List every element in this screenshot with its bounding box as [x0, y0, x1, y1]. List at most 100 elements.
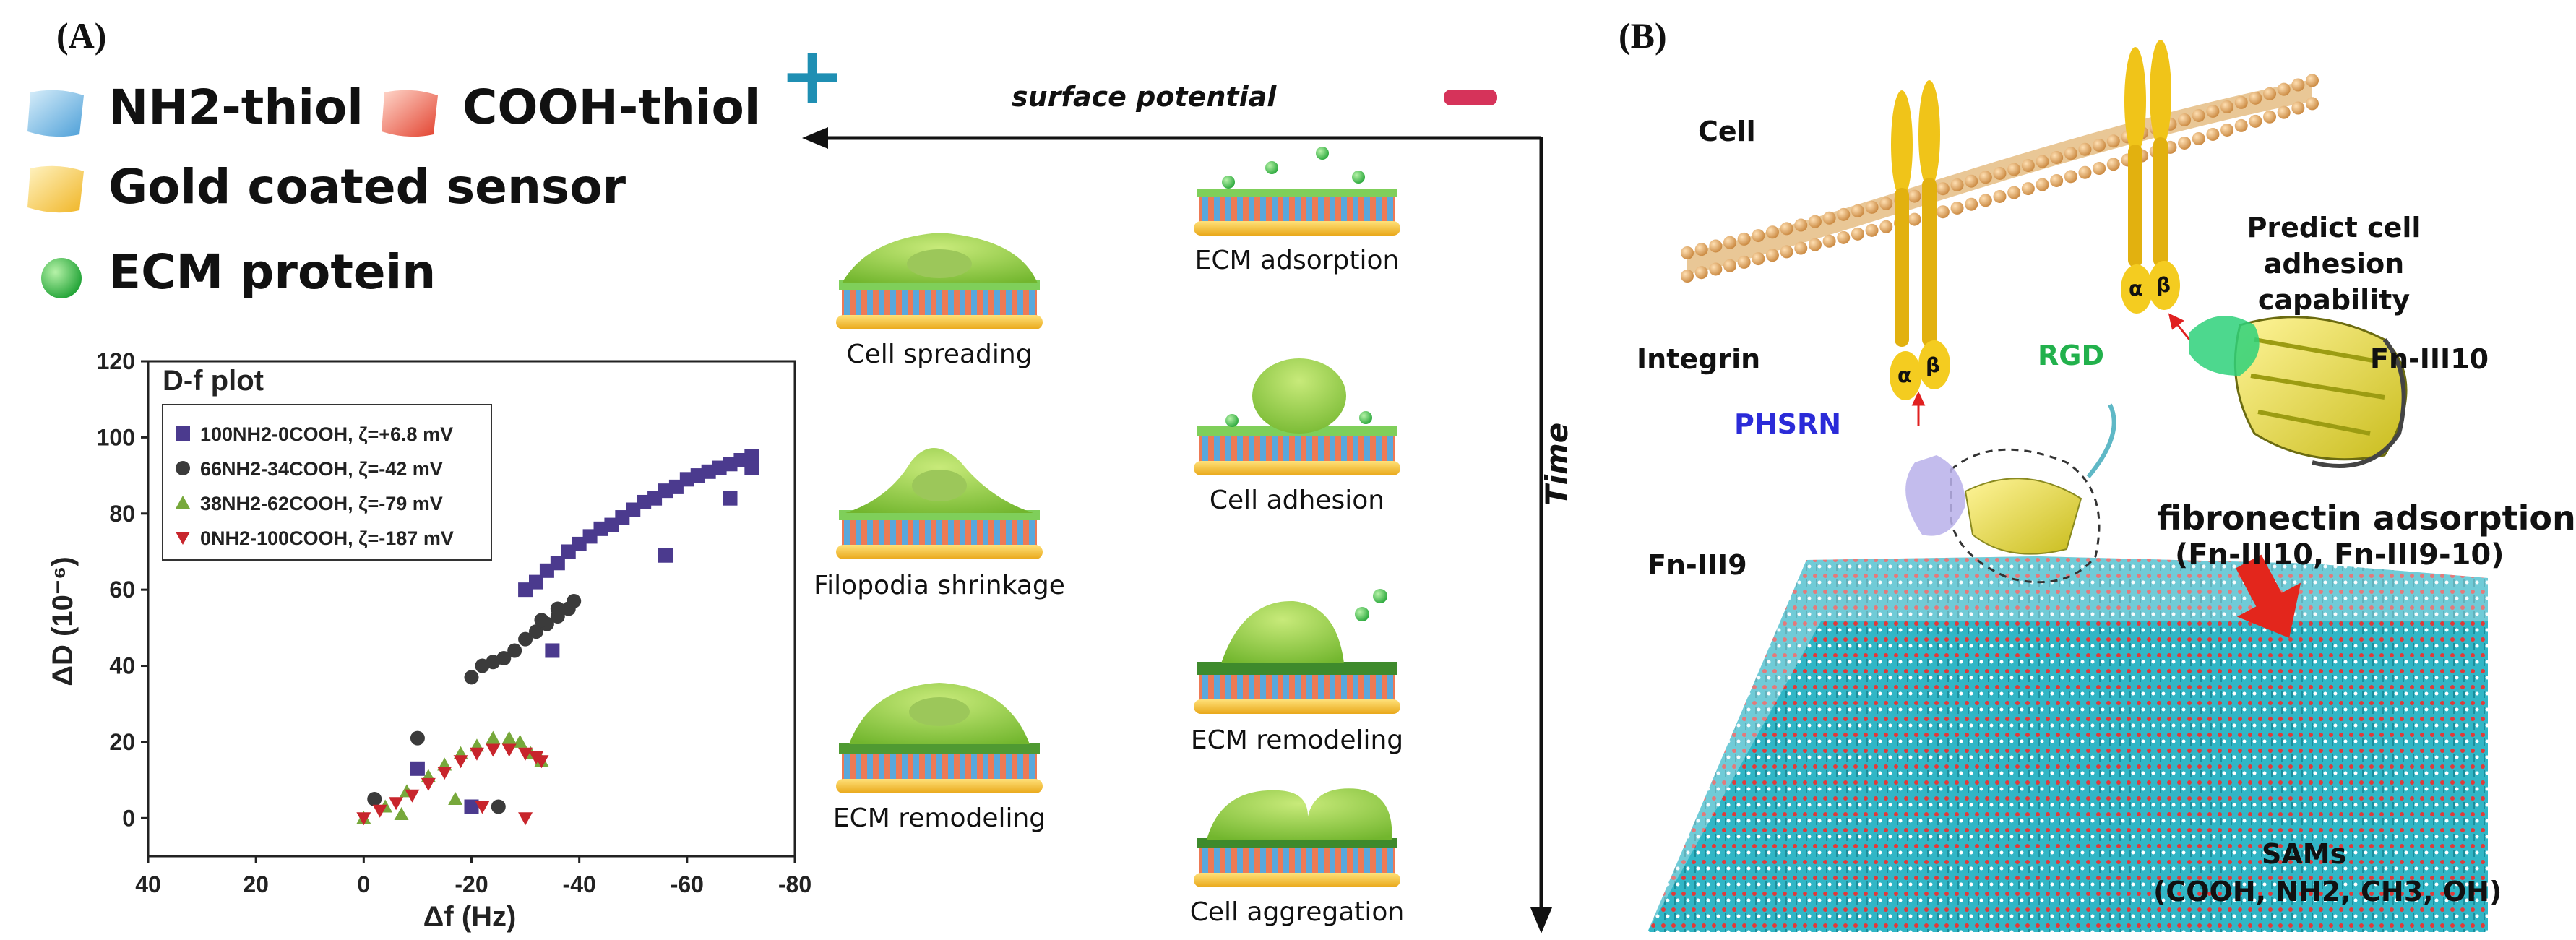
lipid-head: [1837, 230, 1851, 244]
lipid-head: [2220, 100, 2234, 113]
label-rgd: RGD: [2038, 340, 2104, 371]
lipid-head: [1780, 245, 1793, 259]
panel-b-label: (B): [1619, 15, 1667, 56]
lipid-head: [1808, 238, 1822, 251]
lipid-head: [2036, 178, 2049, 191]
lipid-head: [2093, 139, 2106, 152]
label-fibronectin-adsorption: fibronectin adsorption: [2157, 499, 2576, 538]
minus-sign: [1444, 90, 1497, 105]
data-point-series-2: [501, 730, 517, 744]
data-point-series-3: [437, 767, 452, 780]
label-sams: SAMs: [2262, 838, 2347, 870]
label-fn-iii10: Fn-III10: [2370, 343, 2489, 375]
lipid-head: [1908, 189, 1921, 203]
data-point-series-3: [518, 747, 533, 761]
data-point-series-3: [389, 797, 404, 811]
lipid-head: [2021, 159, 2035, 173]
lipid-head: [2220, 123, 2234, 137]
data-point-series-1: [491, 799, 506, 814]
green-sphere-icon: [41, 258, 82, 298]
lipid-head: [1780, 222, 1793, 236]
filopodia-shrinkage-illustration: [836, 448, 1043, 559]
lipid-head: [2078, 165, 2092, 179]
lipid-head: [2192, 108, 2205, 122]
lipid-head: [2050, 173, 2064, 187]
lipid-head: [1723, 236, 1736, 249]
label-sams-sub: (COOH, NH2, CH3, OH): [2153, 876, 2502, 907]
label-fn-iii9: Fn-III9: [1647, 549, 1747, 581]
lipid-head: [2249, 91, 2262, 105]
label-cell: Cell: [1698, 116, 1756, 147]
label-phsrn: PHSRN: [1734, 408, 1842, 440]
step-cell-aggregation: Cell aggregation: [1189, 897, 1405, 927]
data-point-series-2: [486, 730, 501, 744]
ecm-remodeling-right-illustration: [1194, 589, 1400, 714]
chart-y-label: ΔD (10⁻⁶): [47, 556, 79, 686]
lipid-head: [2064, 170, 2077, 184]
x-tick-label: 40: [135, 871, 161, 897]
lipid-head: [2106, 158, 2120, 171]
fn-iii10-domain: [2189, 316, 2408, 468]
integrin-receptor-right: [2121, 40, 2180, 314]
lipid-head: [2234, 95, 2248, 109]
x-tick-label: 0: [357, 871, 370, 897]
cell-adhesion-illustration: [1194, 358, 1400, 475]
data-point-series-3: [486, 743, 501, 757]
y-tick-label: 80: [109, 501, 135, 527]
data-point-series-2: [448, 791, 463, 805]
data-point-series-1: [518, 631, 533, 647]
integrin-receptor-left: [1890, 80, 1950, 400]
legend-marker-3: [176, 532, 190, 545]
lipid-head: [1681, 270, 1694, 283]
data-point-series-1: [534, 613, 549, 628]
step-ecm-adsorption: ECM adsorption: [1194, 246, 1400, 275]
data-point-series-0: [658, 548, 673, 563]
lipid-head: [1694, 243, 1708, 256]
data-point-series-2: [512, 734, 527, 748]
y-tick-label: 40: [109, 653, 135, 679]
adsorption-arrow: [2236, 554, 2301, 638]
x-tick-label: -80: [778, 871, 811, 897]
lipid-head: [1993, 189, 2007, 203]
legend-ecm-protein: ECM protein: [108, 244, 436, 300]
label-predict-adhesion: Predict cell adhesion capability: [2197, 210, 2471, 318]
lipid-head: [1965, 174, 1978, 188]
step-ecm-remodeling-left: ECM remodeling: [832, 803, 1046, 833]
y-tick-label: 20: [109, 729, 135, 755]
y-tick-label: 120: [97, 348, 135, 374]
legend-marker-0: [176, 426, 190, 441]
lipid-head: [1879, 220, 1893, 233]
data-point-series-2: [394, 807, 409, 821]
lipid-head: [1723, 259, 1736, 272]
label-beta-left: β: [1926, 353, 1941, 377]
panel-a-label: (A): [56, 15, 107, 56]
lipid-head: [1808, 215, 1822, 228]
lipid-head: [1752, 252, 1765, 266]
data-point-series-1: [550, 601, 565, 616]
data-point-series-3: [501, 743, 517, 757]
lipid-head: [2263, 110, 2277, 124]
lipid-head: [2021, 182, 2035, 196]
lipid-head: [2306, 97, 2319, 111]
lipid-head: [2106, 134, 2120, 148]
lipid-head: [1851, 227, 1864, 241]
lipid-head: [1694, 266, 1708, 280]
legend-marker-2: [176, 496, 190, 509]
lipid-head: [1865, 223, 1879, 237]
lipid-head: [1936, 205, 1950, 219]
legend-gold-sensor: Gold coated sensor: [108, 159, 626, 215]
legend-cooh-thiol: COOH-thiol: [462, 79, 761, 135]
step-ecm-remodeling-right: ECM remodeling: [1190, 725, 1404, 755]
lipid-head: [2078, 142, 2092, 156]
panel-b-illustration: [1647, 40, 2488, 932]
label-alpha-left: α: [1897, 363, 1912, 387]
data-point-series-0: [550, 556, 565, 571]
ecm-adsorption-illustration: [1194, 147, 1400, 236]
data-point-series-0: [723, 491, 738, 506]
lipid-head: [2249, 114, 2262, 128]
lipid-head: [2291, 78, 2305, 92]
lipid-head: [1837, 207, 1851, 221]
cell-stage-illustrations: [836, 147, 1400, 887]
data-point-series-3: [356, 812, 371, 826]
